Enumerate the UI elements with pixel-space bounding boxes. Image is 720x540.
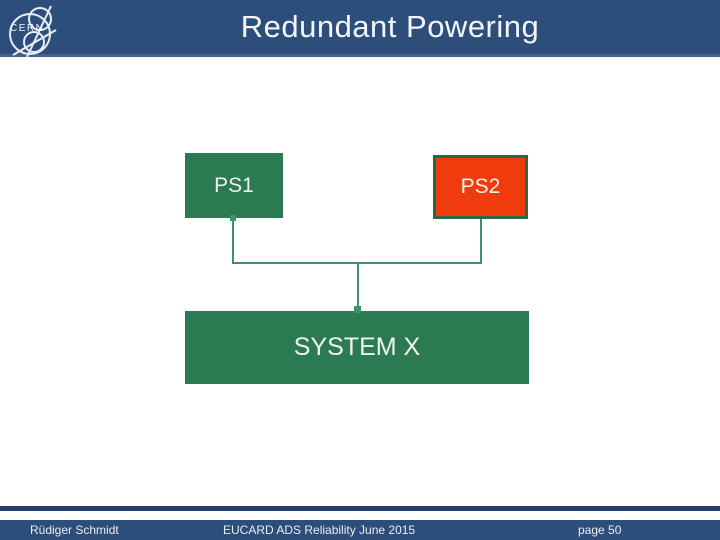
node-ps1: PS1 — [185, 153, 283, 218]
node-system-x-label: SYSTEM X — [293, 333, 421, 361]
connector-ps1-drop — [232, 217, 234, 264]
footer-page-number: page 50 — [578, 523, 622, 537]
node-system-x: SYSTEM X — [185, 311, 529, 384]
connector-dot-ps1 — [230, 215, 236, 221]
connector-center-drop — [357, 262, 359, 312]
slide-title: Redundant Powering — [240, 9, 540, 44]
slide-header: CERN Redundant Powering — [0, 0, 720, 58]
node-ps2-label: PS2 — [460, 175, 501, 198]
cern-logo-text: CERN — [10, 23, 44, 34]
node-ps2: PS2 — [433, 155, 528, 219]
connector-dot-system-x — [354, 306, 361, 313]
cern-logo-icon: CERN — [4, 4, 58, 58]
footer-accent-line — [0, 506, 720, 511]
connector-ps2-drop — [480, 219, 482, 264]
footer-event-title: EUCARD ADS Reliability June 2015 — [223, 523, 416, 537]
slide-footer: Rüdiger Schmidt EUCARD ADS Reliability J… — [0, 520, 720, 540]
node-ps1-label: PS1 — [214, 173, 254, 197]
footer-author: Rüdiger Schmidt — [30, 523, 119, 537]
